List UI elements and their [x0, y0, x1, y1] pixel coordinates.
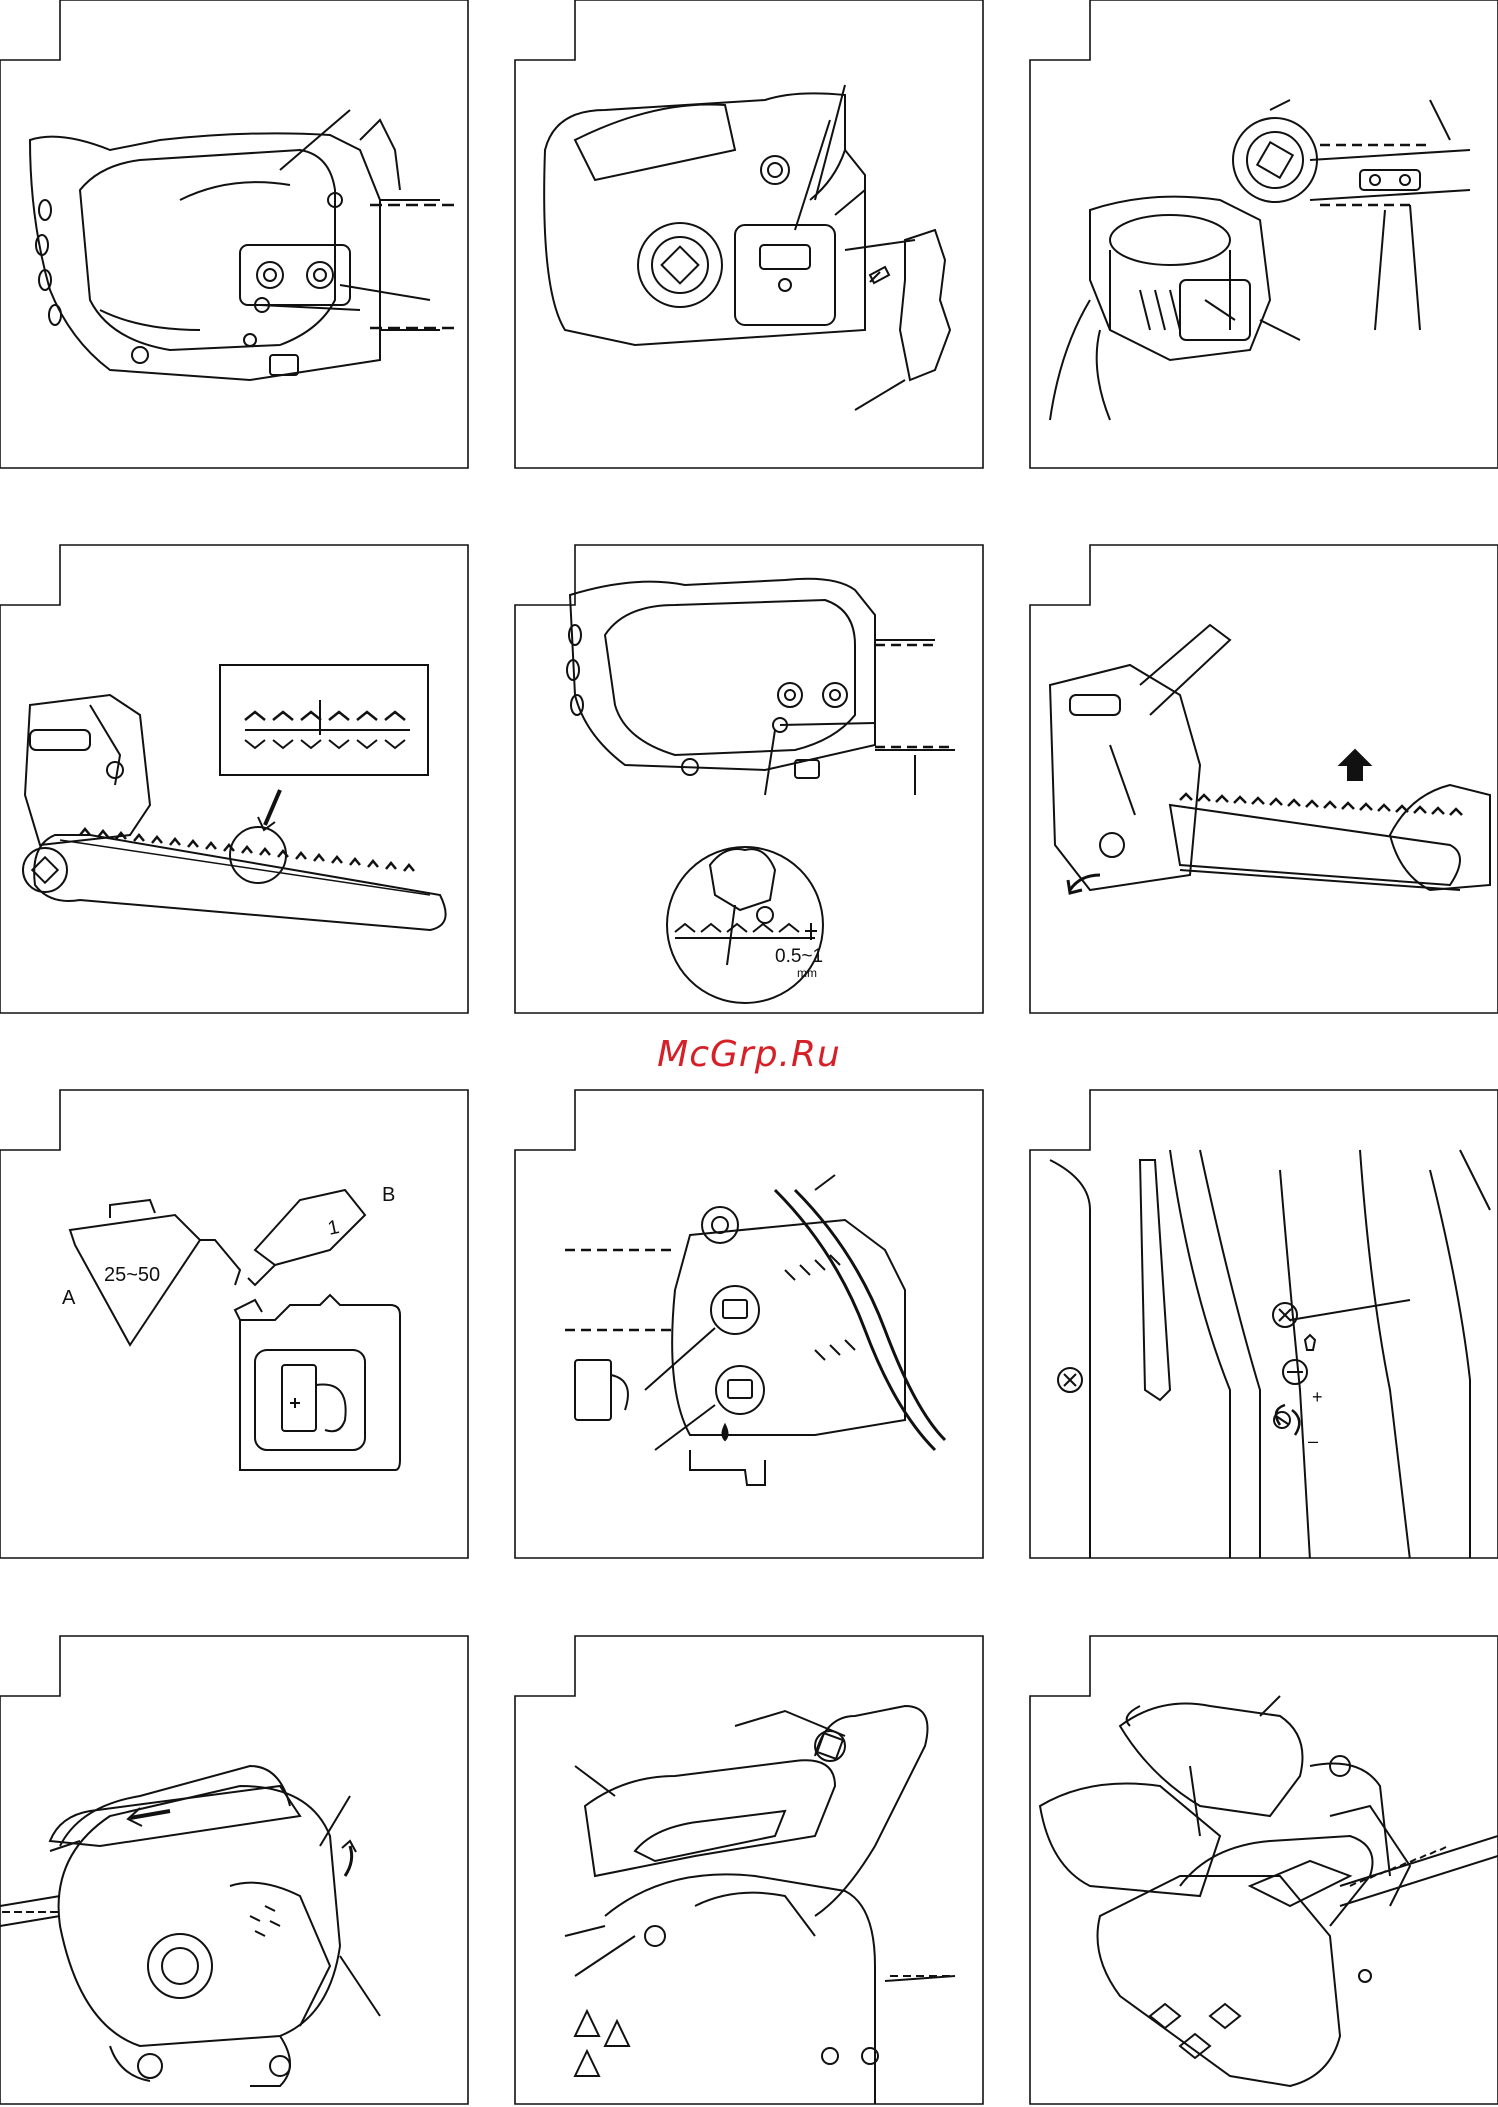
label-b: B	[382, 1185, 395, 1205]
minus-label: –	[1308, 1432, 1318, 1450]
panel-oil-adjust: + –	[1030, 1090, 1498, 1558]
plus-label: +	[1312, 1388, 1323, 1406]
fuel-and-oil-caps-illustration	[515, 1090, 983, 1558]
saw-chain-on-guide-bar-illustration	[0, 545, 468, 1013]
panel-tensioner	[1030, 0, 1498, 468]
panel-tension-check: 0.5~1 mm	[515, 545, 983, 1013]
panel-chain-brake	[0, 1636, 468, 2104]
tighten-chain-lift-bar-illustration	[1030, 545, 1498, 1013]
chain-tension-check-illustration	[515, 545, 983, 1013]
panel-sprocket	[515, 0, 983, 468]
rear-handle-throttle-illustration	[515, 1636, 983, 2104]
chain-tensioner-mounting-illustration	[1030, 0, 1498, 468]
oil-pump-adjust-screw-illustration	[1030, 1090, 1498, 1558]
sprocket-and-guide-bar-plate-illustration	[515, 0, 983, 468]
ratio-label: 25~50	[104, 1265, 160, 1285]
tension-gap-label: 0.5~1	[775, 947, 823, 966]
panel-chain-bar	[0, 545, 468, 1013]
chain-brake-lever-illustration	[0, 1636, 468, 2104]
label-a: A	[62, 1288, 75, 1308]
panel-caps	[515, 1090, 983, 1558]
starting-grip-hand-illustration	[1030, 1636, 1498, 2104]
panel-fuel-mix: A B 25~50 1	[0, 1090, 468, 1558]
panel-tighten	[1030, 545, 1498, 1013]
fuel-mixing-illustration	[0, 1090, 468, 1558]
panel-chain-cover	[0, 0, 468, 468]
chain-cover-nuts-illustration	[0, 0, 468, 468]
tension-unit-label: mm	[797, 967, 817, 979]
panel-starting	[1030, 1636, 1498, 2104]
watermark-text: McGrp.Ru	[0, 1034, 1498, 1075]
panel-rear-handle	[515, 1636, 983, 2104]
